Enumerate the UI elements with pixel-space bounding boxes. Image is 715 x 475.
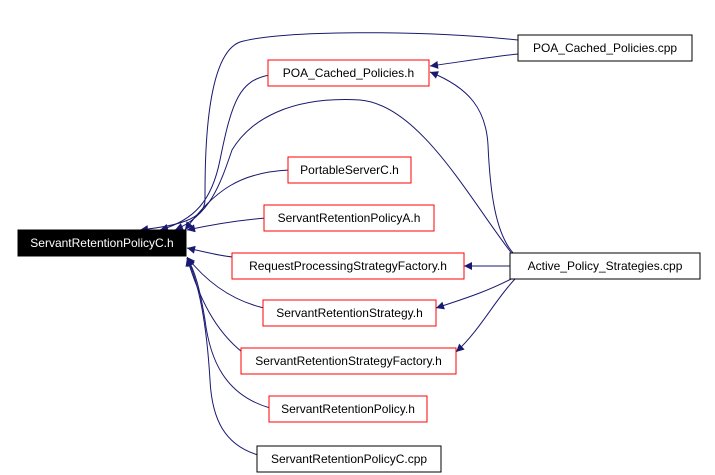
- node-poa-cached-policies-cpp[interactable]: POA_Cached_Policies.cpp: [517, 34, 693, 62]
- node-servantretentionstrategy-h[interactable]: ServantRetentionStrategy.h: [262, 299, 437, 327]
- node-servantretentionpolicy-h[interactable]: ServantRetentionPolicy.h: [268, 395, 428, 423]
- node-label: Active_Policy_Strategies.cpp: [528, 259, 683, 273]
- node-label: ServantRetentionPolicyC.cpp: [271, 452, 427, 466]
- edge-active-policy-strategies-to-servantretentionstrategy-h: [435, 277, 514, 310]
- node-label: PortableServerC.h: [300, 163, 399, 177]
- edge-servantretentionstrategyfactory-h-to-focus: [185, 257, 243, 353]
- node-portableserverc-h[interactable]: PortableServerC.h: [287, 156, 412, 184]
- node-label: ServantRetentionStrategy.h: [276, 306, 423, 320]
- edge-active-policy-strategies-to-poa-cached-policies-h: [429, 71, 516, 256]
- node-servantretentionpolicyc-cpp[interactable]: ServantRetentionPolicyC.cpp: [256, 445, 442, 473]
- node-label: ServantRetentionStrategyFactory.h: [255, 354, 442, 368]
- node-poa-cached-policies-h[interactable]: POA_Cached_Policies.h: [267, 59, 430, 87]
- edge-requestprocessingstrategyfactory-h-to-focus: [186, 245, 234, 258]
- edge-servantretentionpolicyc-cpp-to-focus: [186, 257, 259, 456]
- node-focus[interactable]: ServantRetentionPolicyC.h: [17, 229, 187, 257]
- node-servantretentionpolicya-h[interactable]: ServantRetentionPolicyA.h: [263, 204, 435, 232]
- node-label: RequestProcessingStrategyFactory.h: [249, 259, 447, 273]
- edge-servantretentionpolicya-h-to-focus: [186, 217, 267, 233]
- node-label: ServantRetentionPolicyA.h: [278, 211, 421, 225]
- node-label: POA_Cached_Policies.cpp: [533, 41, 677, 55]
- node-label: ServantRetentionPolicy.h: [281, 402, 415, 416]
- node-requestprocessingstrategyfactory-h[interactable]: RequestProcessingStrategyFactory.h: [231, 252, 465, 280]
- node-servantretentionstrategyfactory-h[interactable]: ServantRetentionStrategyFactory.h: [240, 347, 457, 375]
- edge-portableserverc-h-to-focus: [184, 169, 291, 231]
- node-focus-label: ServantRetentionPolicyC.h: [30, 236, 173, 250]
- node-label: POA_Cached_Policies.h: [283, 66, 414, 80]
- edge-active-policy-strategies-to-servantretentionstrategyfactory-h: [455, 278, 516, 353]
- edge-poa-cached-policies-h-to-focus: [159, 74, 271, 232]
- node-active-policy-strategies-cpp[interactable]: Active_Policy_Strategies.cpp: [509, 252, 701, 280]
- edge-poa-cached-policies-cpp-to-h: [429, 53, 519, 69]
- edge-servantretentionpolicy-h-to-focus: [186, 257, 271, 409]
- edge-active-policy-strategies-top-to-focus: [174, 99, 514, 256]
